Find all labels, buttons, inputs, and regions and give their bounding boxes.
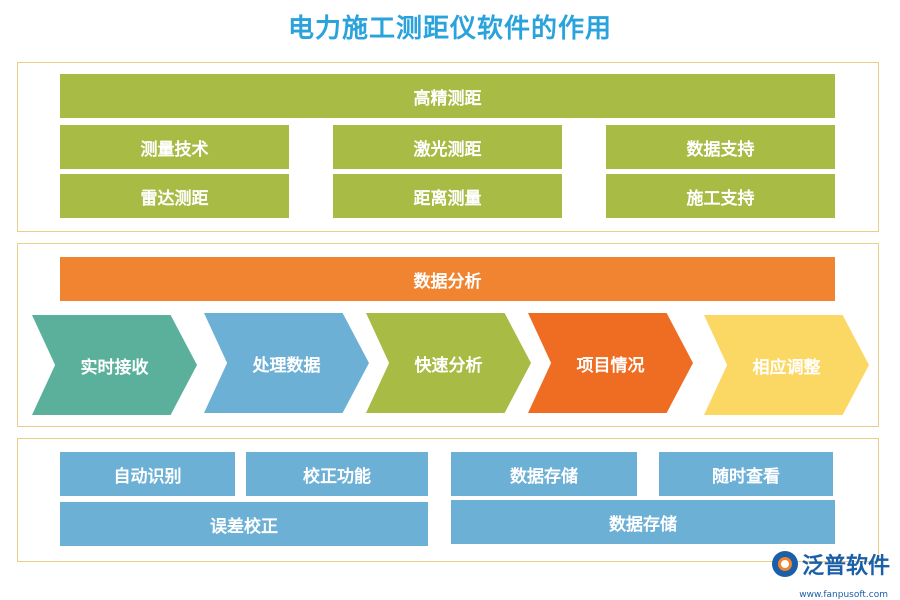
flow-step-1: 实时接收 (32, 315, 197, 415)
logo-name: 泛普软件 (801, 554, 890, 579)
flow-step-5: 相应调整 (704, 315, 869, 415)
section-error-correction (17, 438, 879, 562)
data-analysis-header: 数据分析 (60, 257, 835, 301)
data-support-box: 数据支持 (606, 125, 835, 169)
laser-ranging-box: 激光测距 (333, 125, 562, 169)
data-storage-box: 数据存储 (451, 452, 637, 496)
page-title: 电力施工测距仪软件的作用 (287, 14, 612, 44)
flow-step-3: 快速分析 (366, 313, 531, 413)
precision-ranging-header: 高精测距 (60, 74, 835, 118)
radar-ranging-box: 雷达测距 (60, 174, 289, 218)
brand-logo: 泛普软件 (771, 548, 890, 580)
measurement-tech-box: 测量技术 (60, 125, 289, 169)
distance-measure-box: 距离测量 (333, 174, 562, 218)
calibration-function-box: 校正功能 (246, 452, 428, 496)
error-correction-box: 误差校正 (60, 502, 428, 546)
auto-recognition-box: 自动识别 (60, 452, 235, 496)
section-data-analysis (17, 243, 879, 427)
view-anytime-box: 随时查看 (659, 452, 833, 496)
flow-step-4: 项目情况 (528, 313, 693, 413)
construction-support-box: 施工支持 (606, 174, 835, 218)
logo-url: www.fanpusoft.com (799, 590, 888, 600)
data-storage-wide-box: 数据存储 (451, 500, 835, 544)
logo-icon (771, 551, 798, 577)
flow-step-2: 处理数据 (204, 313, 369, 413)
section-precision-ranging (17, 62, 879, 232)
